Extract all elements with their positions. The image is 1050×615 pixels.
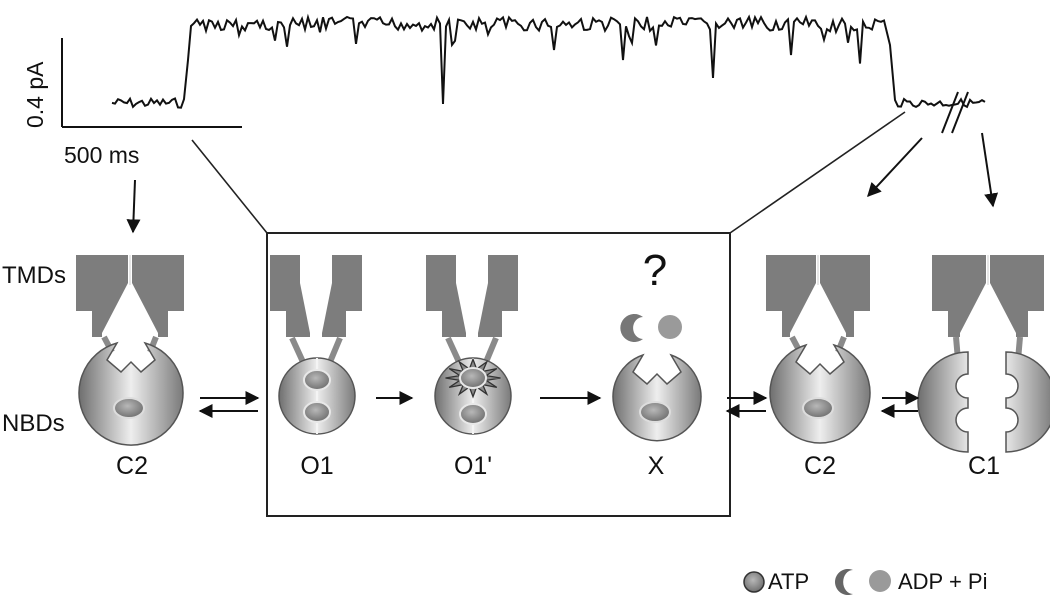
nbd-label: NBDs xyxy=(2,410,65,437)
state-label-c2-right: C2 xyxy=(804,452,836,480)
channel-c1-closed-separated xyxy=(917,255,1050,453)
channel-c2-closed-right xyxy=(766,255,871,444)
pointer-arrows xyxy=(126,132,999,234)
atp-legend-icon xyxy=(743,571,765,593)
zoom-lines xyxy=(191,111,906,234)
channel-o1-prime-hydrolysis xyxy=(426,255,518,435)
legend-glyphs xyxy=(743,569,891,595)
unknown-state-mark: ? xyxy=(642,246,668,295)
state-label-o1-prime: O1' xyxy=(453,452,493,480)
open-states-box xyxy=(266,232,731,517)
legend-atp-label: ATP xyxy=(768,569,810,594)
state-label-o1: O1 xyxy=(300,452,334,480)
channel-o1-open xyxy=(270,255,362,435)
channel-c2-closed xyxy=(76,255,184,446)
state-label-c1: C1 xyxy=(968,452,1000,480)
scale-current-label: 0.4 pA xyxy=(22,61,48,129)
current-trace xyxy=(111,13,986,109)
adp-legend-icon xyxy=(835,569,853,595)
channel-x-post-hydrolysis xyxy=(612,353,702,442)
scale-bar xyxy=(61,38,242,128)
axis-break-marks xyxy=(941,91,969,134)
scale-time-label: 500 ms xyxy=(64,142,140,168)
adp-pi-released xyxy=(620,314,682,343)
state-label-c2-left: C2 xyxy=(116,452,148,480)
pi-legend-icon xyxy=(869,570,891,592)
tmd-label: TMDs xyxy=(2,262,66,289)
state-label-x: X xyxy=(647,452,665,480)
transition-arrows xyxy=(198,391,920,418)
legend-adp-pi-label: ADP + Pi xyxy=(898,569,988,594)
